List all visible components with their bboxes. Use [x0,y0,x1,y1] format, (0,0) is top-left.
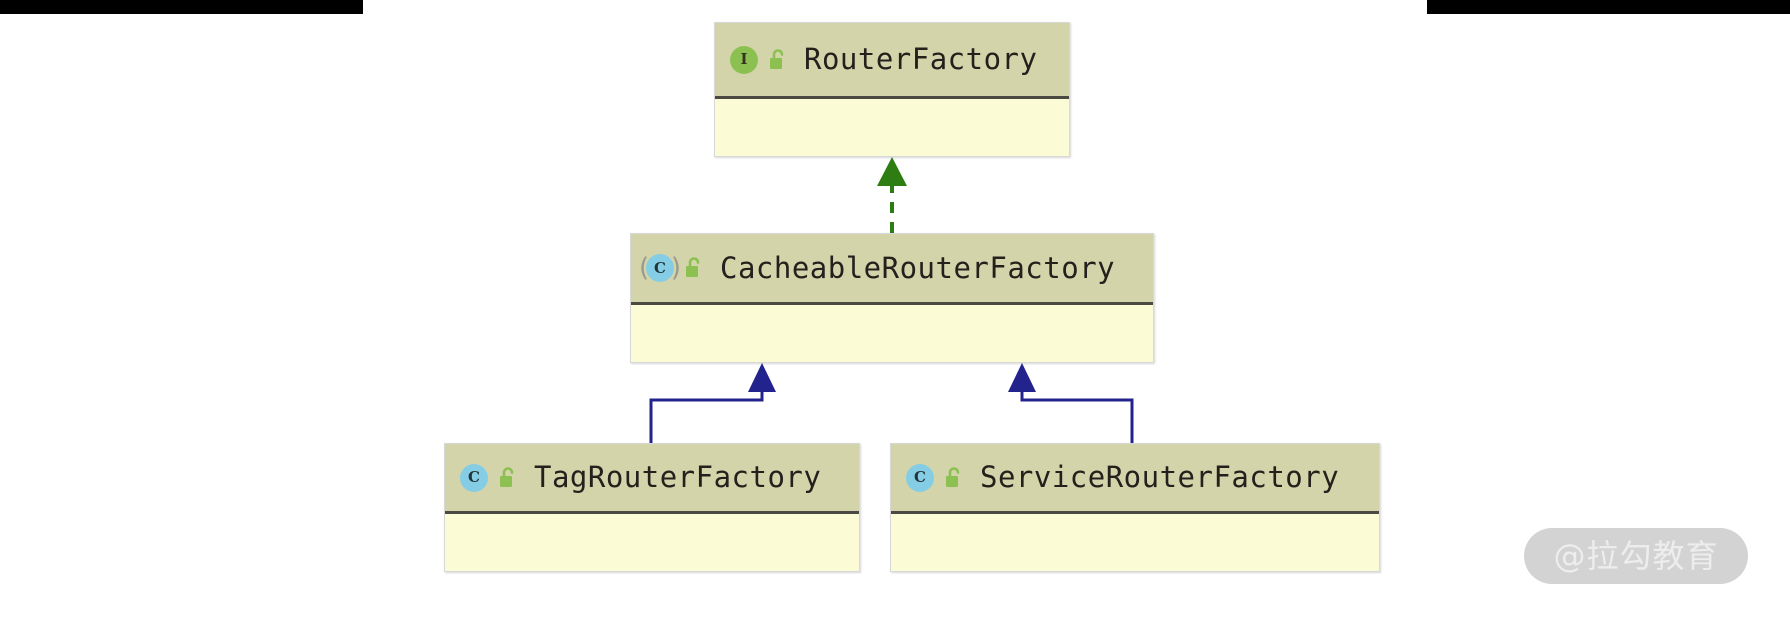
relation-realization-cacheable-to-router [877,157,907,233]
class-body-cacheable-router-factory [631,305,1153,361]
class-body-tag-router-factory [445,514,859,570]
realization-arrowhead [877,157,907,186]
relation-generalization-service-to-cacheable [1008,363,1134,443]
watermark-text: @拉勾教育 [1553,537,1719,575]
interface-badge-letter: I [730,45,758,74]
abstract-class-badge-letter: C [646,254,674,282]
class-title-service-router-factory: ServiceRouterFactory [980,460,1340,494]
class-header-service-router-factory: C ServiceRouterFactory [891,444,1379,514]
class-title-cacheable-router-factory: CacheableRouterFactory [720,250,1116,285]
class-header-cacheable-router-factory: ( C ) CacheableRouterFactory [631,234,1153,305]
generalization-left-arrowhead [748,363,776,392]
unlocked-padlock-icon [942,465,964,491]
unlocked-padlock-icon [682,255,704,281]
class-box-router-factory[interactable]: I RouterFactory [714,22,1070,157]
class-body-service-router-factory [891,514,1379,570]
class-title-router-factory: RouterFactory [804,42,1038,76]
top-right-black-bar [1427,0,1790,14]
generalization-left-line [649,385,764,443]
class-body-router-factory [715,99,1069,155]
class-box-service-router-factory[interactable]: C ServiceRouterFactory [890,443,1380,572]
class-header-router-factory: I RouterFactory [715,23,1069,99]
top-left-black-bar [0,0,363,14]
interface-badge-icon: I [729,45,759,75]
class-badge-letter: C [460,463,488,492]
class-header-tag-router-factory: C TagRouterFactory [445,444,859,514]
unlocked-padlock-icon [496,465,518,491]
generalization-right-arrowhead [1008,363,1036,392]
class-badge-icon: C [459,463,489,493]
abstract-bracket-right-icon: ) [670,253,681,283]
class-badge-icon: C [905,463,935,493]
relation-generalization-tag-to-cacheable [649,363,776,443]
class-badge-letter: C [906,463,934,492]
class-box-cacheable-router-factory[interactable]: ( C ) CacheableRouterFactory [630,233,1154,363]
generalization-right-line [1020,385,1134,443]
abstract-bracket-left-icon: ( [639,253,650,283]
watermark: @拉勾教育 [1524,528,1748,584]
abstract-class-badge-icon: ( C ) [639,253,681,283]
class-title-tag-router-factory: TagRouterFactory [534,460,822,494]
unlocked-padlock-icon [766,47,788,73]
class-box-tag-router-factory[interactable]: C TagRouterFactory [444,443,860,572]
